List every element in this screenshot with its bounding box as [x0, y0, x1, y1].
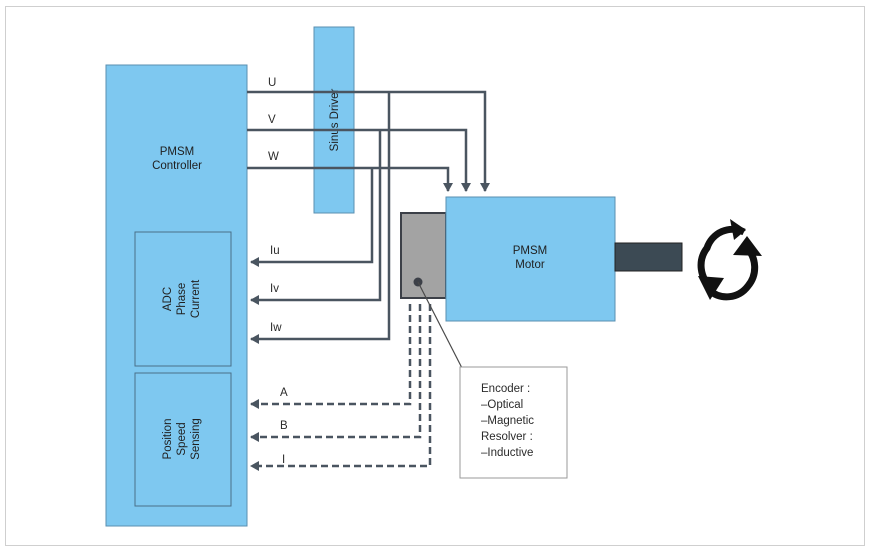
phase-label-w: W: [268, 151, 279, 163]
sensing-label-line-3: Sensing: [190, 418, 202, 460]
pmsm-motor-block: [445, 196, 616, 322]
motor-label-line-2: Motor: [515, 259, 545, 271]
encoder-note-line-2: –Optical: [481, 399, 523, 411]
controller-title-line-1: PMSM: [160, 146, 195, 158]
current-label-iw: Iw: [270, 322, 282, 334]
motor-shaft: [614, 242, 683, 272]
current-iv-line: [250, 130, 382, 305]
position-speed-sensing-block: [134, 372, 232, 507]
encoder-note-line-1: Encoder :: [481, 383, 530, 395]
phase-u-line: [247, 90, 490, 192]
sensing-label-line-2: Speed: [176, 422, 188, 455]
current-label-iv: Iv: [270, 283, 279, 295]
sinus-driver-block: [313, 26, 355, 214]
current-label-iu: Iu: [270, 245, 280, 257]
encoder-note-line-5: –Inductive: [481, 447, 533, 459]
adc-label-line-1: ADC: [162, 287, 174, 311]
encoder-note-line-4: Resolver :: [481, 431, 533, 443]
sensing-label-line-1: Position: [162, 419, 174, 460]
controller-title-line-2: Controller: [152, 160, 202, 172]
encoder-signal-label-b: B: [280, 420, 288, 432]
current-iw-line: [250, 92, 391, 344]
encoder-note-line-3: –Magnetic: [481, 415, 534, 427]
encoder-callout-pointer: [417, 281, 464, 371]
adc-phase-current-block: [134, 231, 232, 367]
encoder-signal-i-line: [250, 304, 432, 471]
encoder-note-box: [459, 366, 568, 479]
motor-label-line-1: PMSM: [513, 245, 548, 257]
encoder-signal-label-a: A: [280, 387, 288, 399]
adc-label-line-2: Phase: [176, 283, 188, 316]
rotation-arrowheads: [698, 219, 762, 300]
current-iu-line: [250, 168, 374, 267]
encoder-signal-label-i: I: [282, 454, 285, 466]
phase-v-line: [247, 128, 471, 192]
sinus-driver-label: Sinus Driver: [329, 89, 341, 152]
encoder-block: [400, 212, 447, 299]
encoder-signal-b-line: [250, 304, 422, 442]
phase-w-line: [247, 166, 453, 192]
adc-label-line-3: Current: [190, 279, 202, 318]
encoder-signal-a-line: [250, 304, 412, 409]
phase-label-u: U: [268, 77, 276, 89]
phase-label-v: V: [268, 114, 276, 126]
